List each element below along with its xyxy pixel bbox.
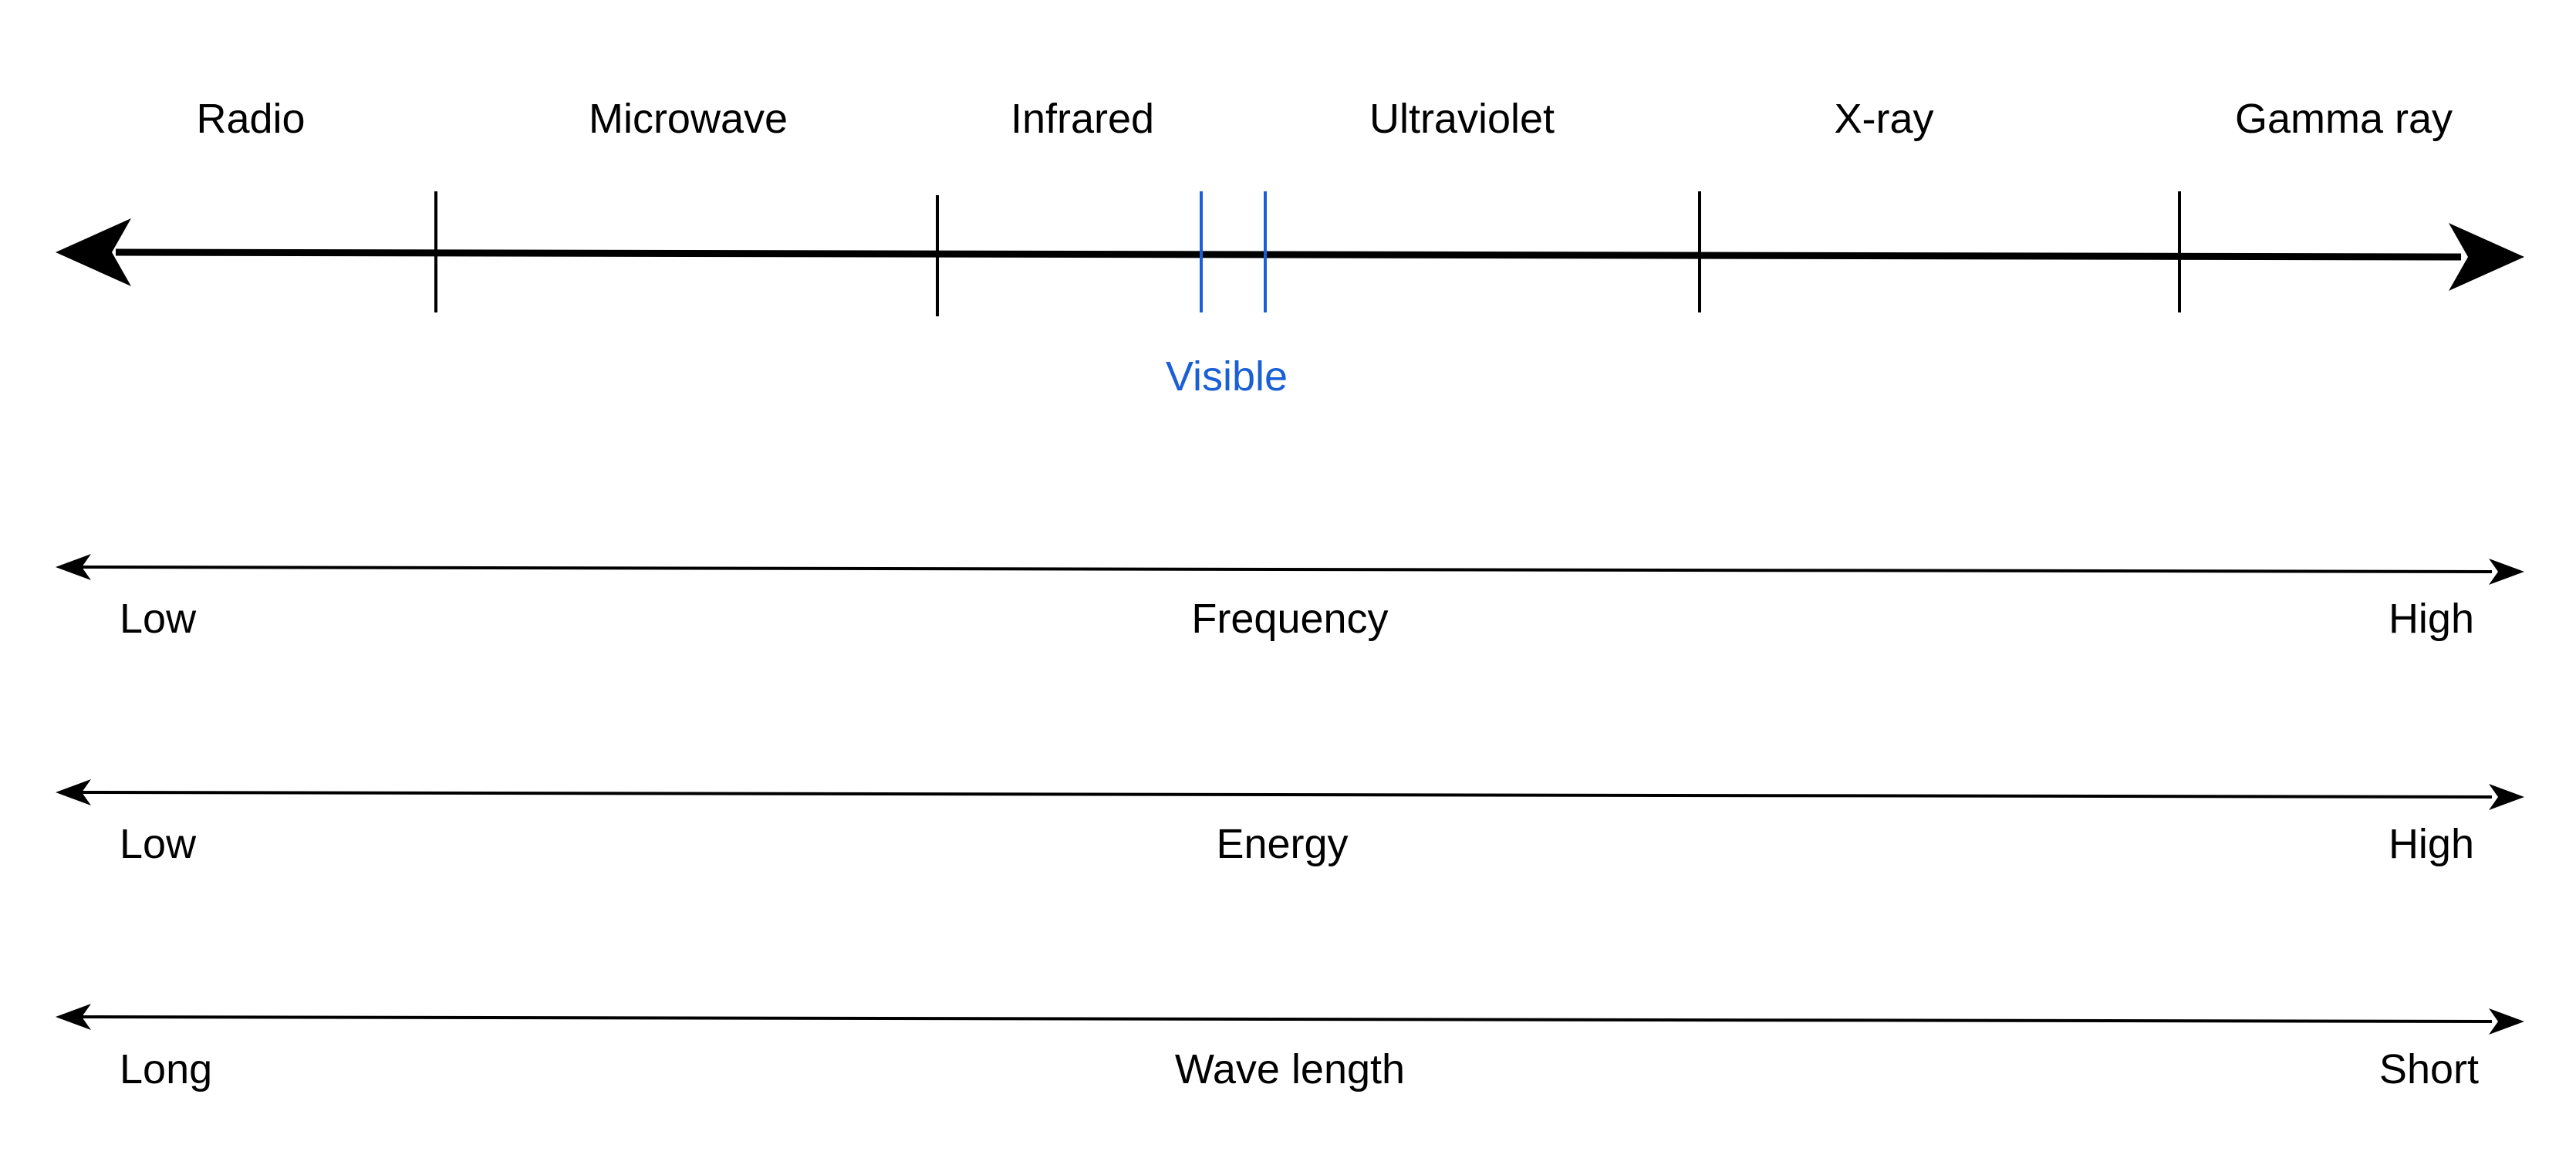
region-label-radio: Radio: [196, 96, 305, 142]
region-label-microwave: Microwave: [589, 96, 788, 142]
spectrum-axis-line: [115, 248, 2462, 261]
region-label-gamma-ray: Gamma ray: [2235, 96, 2453, 142]
energy-scale-line: [80, 791, 2493, 799]
wavelength-long-label: Long: [120, 1046, 212, 1092]
spectrum-axis: [56, 218, 2524, 291]
energy-title: Energy: [1216, 821, 1348, 867]
region-dividers: [434, 191, 2181, 316]
wavelength-right-arrowhead: [2489, 1008, 2524, 1035]
energy-right-arrowhead: [2489, 784, 2524, 810]
energy-scale: Low Energy High: [56, 779, 2524, 867]
spectrum-axis-left-arrowhead: [56, 218, 131, 286]
region-label-infrared: Infrared: [1011, 96, 1154, 142]
visible-label: Visible: [1166, 353, 1288, 400]
spectrum-axis-right-arrowhead: [2449, 223, 2524, 291]
frequency-scale-line: [80, 566, 2493, 573]
wavelength-left-arrowhead: [56, 1004, 91, 1030]
frequency-left-arrowhead: [56, 554, 91, 580]
region-labels: Radio Microwave Infrared Ultraviolet X-r…: [196, 96, 2453, 142]
region-label-ultraviolet: Ultraviolet: [1369, 96, 1555, 142]
frequency-low-label: Low: [120, 596, 197, 642]
frequency-scale: Low Frequency High: [56, 554, 2524, 642]
wavelength-scale: Long Wave length Short: [56, 1004, 2524, 1092]
frequency-right-arrowhead: [2489, 559, 2524, 585]
energy-low-label: Low: [120, 821, 197, 867]
frequency-title: Frequency: [1191, 596, 1388, 642]
visible-band-markers: [1200, 191, 1267, 312]
wavelength-title: Wave length: [1175, 1046, 1405, 1092]
frequency-high-label: High: [2389, 596, 2474, 642]
region-label-xray: X-ray: [1834, 96, 1933, 142]
energy-high-label: High: [2389, 821, 2474, 867]
wavelength-short-label: Short: [2379, 1046, 2479, 1092]
wavelength-scale-line: [80, 1015, 2493, 1023]
energy-left-arrowhead: [56, 779, 91, 805]
